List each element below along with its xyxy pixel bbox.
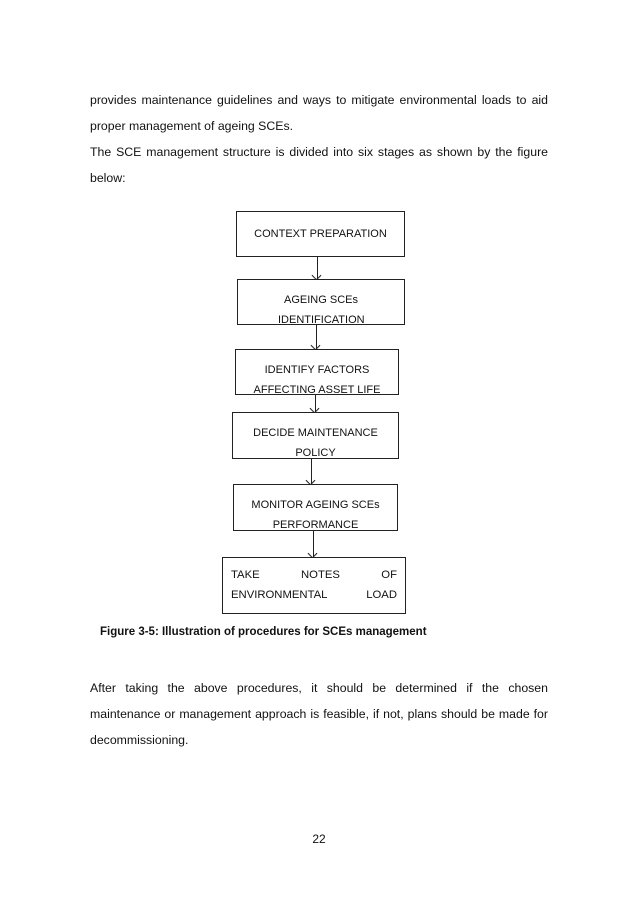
flow-step-context-preparation: CONTEXT PREPARATION xyxy=(236,211,405,257)
flow-step-decide-maintenance-policy: DECIDE MAINTENANCE POLICY xyxy=(232,412,399,459)
paragraph-conclusion: After taking the above procedures, it sh… xyxy=(90,681,548,747)
flow-step-ageing-sces-identification: AGEING SCEs IDENTIFICATION xyxy=(237,279,405,325)
word: LOAD xyxy=(366,589,397,601)
word: OF xyxy=(381,569,397,581)
figure-caption: Figure 3-5: Illustration of procedures f… xyxy=(100,626,427,638)
flow-step-environmental-load: TAKE NOTES OF ENVIRONMENTAL LOAD xyxy=(222,557,406,614)
page-number: 22 xyxy=(312,832,326,846)
word: NOTES xyxy=(301,569,340,581)
arrow-down-icon xyxy=(313,531,315,557)
flow-step-identify-factors: IDENTIFY FACTORS AFFECTING ASSET LIFE xyxy=(235,349,399,395)
word: ENVIRONMENTAL xyxy=(231,589,328,601)
arrow-down-icon xyxy=(311,459,313,484)
paragraph-intro: provides maintenance guidelines and ways… xyxy=(90,93,548,133)
arrow-down-icon xyxy=(316,325,318,349)
paragraph-structure: The SCE management structure is divided … xyxy=(90,145,548,185)
flow-step-monitor-performance: MONITOR AGEING SCEs PERFORMANCE xyxy=(233,484,398,531)
arrow-down-icon xyxy=(315,395,317,412)
word: TAKE xyxy=(231,569,260,581)
arrow-down-icon xyxy=(317,257,319,279)
